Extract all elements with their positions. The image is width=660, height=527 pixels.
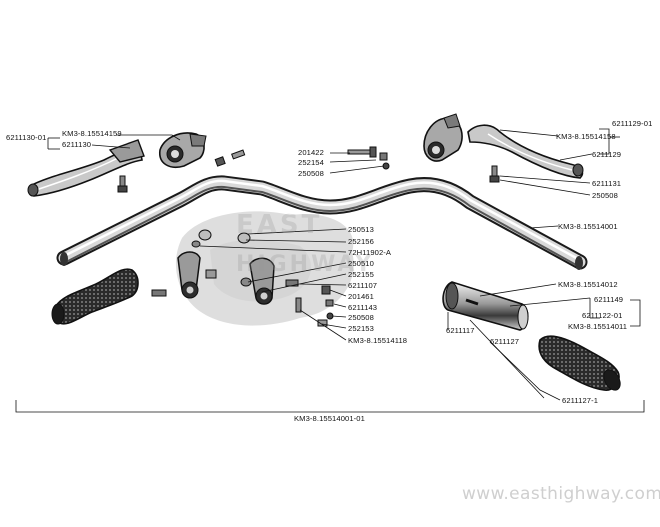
- right-lever-bracket: [423, 113, 463, 162]
- left-bracket-fasteners: [117, 149, 246, 193]
- label-6211117: 6211117: [446, 326, 475, 335]
- label-km3-15514118: KM3-8.15514118: [348, 336, 408, 345]
- lower-center-fasteners: [295, 285, 334, 327]
- left-grip: [51, 268, 139, 325]
- label-6211130-01: 6211130-01: [6, 133, 47, 142]
- left-clamp-riser: [151, 229, 217, 299]
- label-201461: 201461: [348, 292, 374, 301]
- right-throttle-grip: [442, 281, 529, 331]
- right-lever-bolt: [489, 165, 500, 183]
- label-6211127-1: 6211127-1: [562, 396, 599, 405]
- label-km3-15514012: KM3-8.15514012: [558, 280, 618, 289]
- label-250510: 250510: [348, 259, 374, 268]
- label-250513: 250513: [348, 225, 374, 234]
- watermark-logo-line1: EAST: [236, 210, 323, 240]
- right-clamp-riser: [237, 232, 299, 305]
- label-252153: 252153: [348, 324, 374, 333]
- label-6211129: 6211129: [592, 150, 622, 159]
- label-km3-15514011: KM3-8.15514011: [568, 322, 628, 331]
- label-250508-mid: 250508: [348, 313, 374, 322]
- label-6211107: 6211107: [348, 281, 378, 290]
- label-201422: 201422: [298, 148, 324, 157]
- watermark-url: www.easthighway.com: [462, 484, 660, 504]
- left-clutch-lever: [27, 139, 145, 197]
- label-6211127: 6211127: [490, 337, 520, 346]
- label-assembly-km3-15514001-01: KM3-8.15514001-01: [294, 414, 365, 423]
- label-6211131: 6211131: [592, 179, 622, 188]
- label-252154: 252154: [298, 158, 324, 167]
- right-grip: [538, 335, 621, 391]
- label-6211143: 6211143: [348, 303, 378, 312]
- watermark-logo-line2: HIGHWAY: [236, 252, 375, 277]
- left-lever-bracket: [159, 132, 207, 168]
- center-top-fasteners: [347, 146, 390, 170]
- label-252156: 252156: [348, 237, 374, 246]
- leader-lines: [15, 128, 645, 413]
- right-brake-lever: [467, 124, 584, 179]
- label-6211122-01: 6211122-01: [582, 311, 623, 320]
- label-6211129-01: 6211129-01: [612, 119, 653, 128]
- label-252155: 252155: [348, 270, 374, 279]
- label-km3-15514159: KM3-8.15514159: [62, 129, 122, 138]
- label-250508-top: 250508: [298, 169, 324, 178]
- label-72h11902-a: 72H11902-A: [348, 248, 392, 257]
- label-km3-15514001: KM3-8.15514001: [558, 222, 618, 231]
- label-6211149: 6211149: [594, 295, 624, 304]
- label-250508-right: 250508: [592, 191, 618, 200]
- label-6211130: 6211130: [62, 140, 92, 149]
- label-km3-15514158: KM3-8.15514158: [556, 132, 616, 141]
- handlebar-tube: [56, 175, 588, 270]
